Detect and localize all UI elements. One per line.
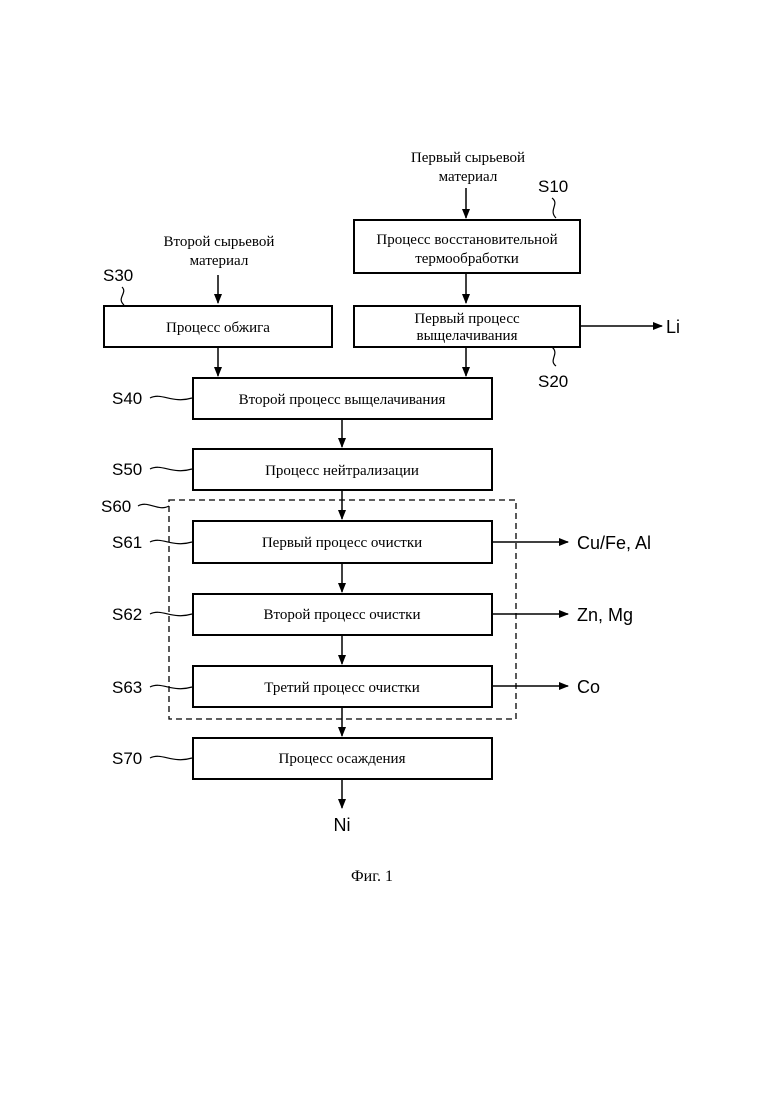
s40-text: Второй процесс выщелачивания — [239, 392, 446, 408]
s62-text: Второй процесс очистки — [263, 607, 420, 623]
process-box-s20: Первый процесс выщелачивания — [354, 306, 580, 347]
figure-caption: Фиг. 1 — [351, 868, 393, 885]
output-ni: Ni — [334, 815, 351, 835]
process-box-s61: Первый процесс очистки — [193, 521, 492, 563]
leader-s70 — [150, 756, 192, 759]
s61-text: Первый процесс очистки — [262, 535, 422, 551]
step-label-s30: S30 — [103, 266, 133, 285]
second-material-line-1: Второй сырьевой — [164, 234, 275, 250]
first-material-line-2: материал — [439, 169, 498, 185]
process-box-s30: Процесс обжига — [104, 306, 332, 347]
step-label-s50: S50 — [112, 460, 142, 479]
s30-text: Процесс обжига — [166, 320, 270, 336]
leader-s10 — [552, 198, 556, 218]
process-box-s62: Второй процесс очистки — [193, 594, 492, 635]
leader-s30 — [121, 287, 124, 305]
output-cu-fe-al: Cu/Fe, Al — [577, 533, 651, 553]
step-label-s62: S62 — [112, 605, 142, 624]
output-zn-mg: Zn, Mg — [577, 605, 633, 625]
first-material-line-1: Первый сырьевой — [411, 150, 525, 166]
leader-s20 — [552, 347, 556, 366]
step-label-s40: S40 — [112, 389, 142, 408]
leader-s60 — [138, 504, 169, 507]
output-li: Li — [666, 317, 680, 337]
s10-text-line-2: термообработки — [415, 251, 519, 267]
leader-s61 — [150, 540, 192, 543]
process-box-s40: Второй процесс выщелачивания — [193, 378, 492, 419]
step-label-s61: S61 — [112, 533, 142, 552]
process-box-s70: Процесс осаждения — [193, 738, 492, 779]
output-co: Co — [577, 677, 600, 697]
first-raw-material-input: Первый сырьевой материал — [411, 150, 525, 185]
step-label-s10: S10 — [538, 177, 568, 196]
second-raw-material-input: Второй сырьевой материал — [164, 234, 275, 269]
step-label-s70: S70 — [112, 749, 142, 768]
s20-text-line-1: Первый процесс — [414, 311, 520, 327]
process-box-s50: Процесс нейтрализации — [193, 449, 492, 490]
leader-s62 — [150, 612, 192, 615]
s10-text-line-1: Процесс восстановительной — [376, 232, 557, 248]
leader-s63 — [150, 685, 192, 688]
leader-s40 — [150, 396, 192, 399]
step-label-s63: S63 — [112, 678, 142, 697]
s20-text-line-2: выщелачивания — [417, 328, 518, 344]
process-box-s63: Третий процесс очистки — [193, 666, 492, 707]
s63-text: Третий процесс очистки — [264, 680, 419, 696]
step-label-s60: S60 — [101, 497, 131, 516]
second-material-line-2: материал — [190, 253, 249, 269]
step-label-s20: S20 — [538, 372, 568, 391]
s70-text: Процесс осаждения — [279, 751, 406, 767]
process-box-s10: Процесс восстановительной термообработки — [354, 220, 580, 273]
s50-text: Процесс нейтрализации — [265, 463, 419, 479]
leader-s50 — [150, 467, 192, 470]
